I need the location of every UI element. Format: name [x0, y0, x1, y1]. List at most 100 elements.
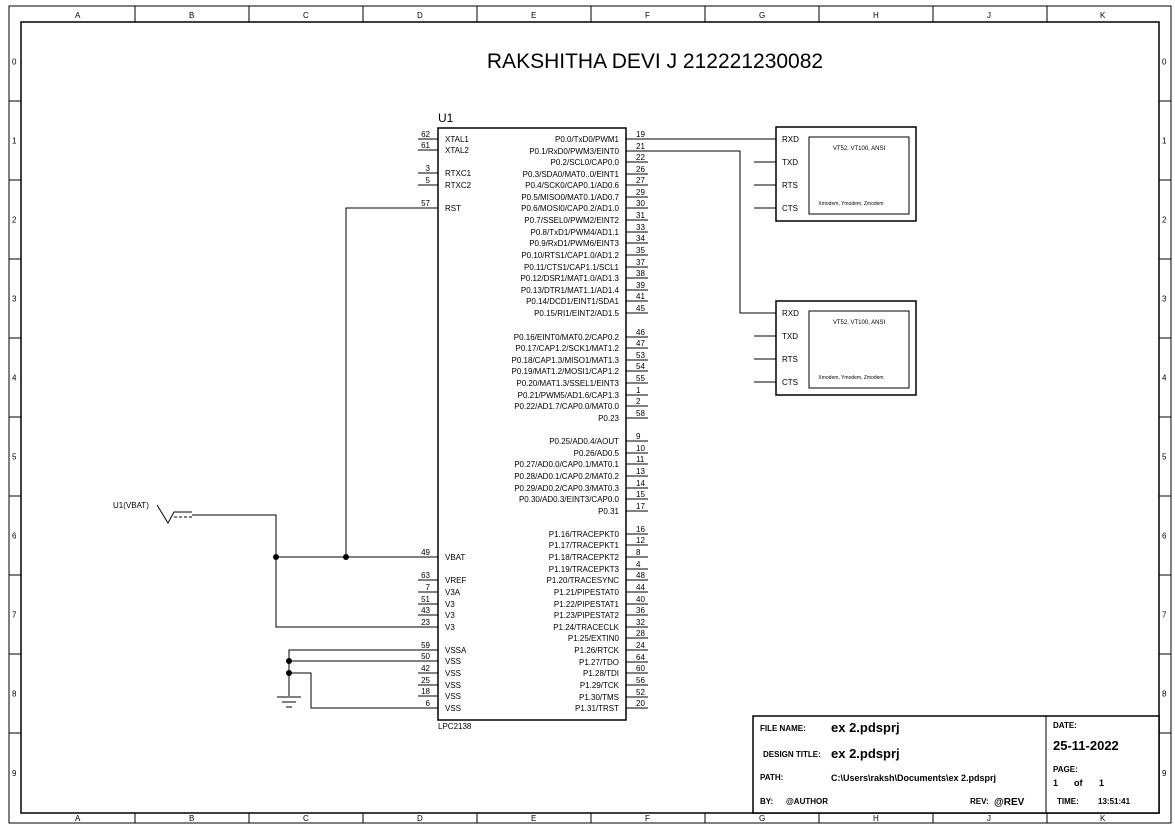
- pin-name: P1.20/TRACESYNC: [547, 576, 620, 585]
- pin-name: P1.21/PIPESTAT0: [554, 588, 620, 597]
- pin-number: 57: [421, 199, 430, 208]
- sheet-border-outer: [8, 5, 1172, 824]
- pin-number: 32: [636, 618, 645, 627]
- sheet-title: RAKSHITHA DEVI J 212221230082: [487, 50, 823, 73]
- pin-name: P0.30/AD0.3/EINT3/CAP0.0: [519, 495, 620, 504]
- zone-row-label: 0: [1162, 58, 1167, 67]
- pin-number: 34: [636, 234, 645, 243]
- pin-number: 40: [636, 595, 645, 604]
- pin-number: 43: [421, 606, 430, 615]
- pin-name: P0.18/CAP1.3/MISO1/MAT1.3: [512, 356, 620, 365]
- pin-number: 50: [421, 652, 430, 661]
- pin-number: 14: [636, 479, 645, 488]
- zone-col-label: G: [759, 11, 765, 20]
- pin-name: P1.18/TRACEPKT2: [549, 553, 620, 562]
- pin-number: 61: [421, 141, 430, 150]
- pin-name: VREF: [445, 576, 466, 585]
- pin-name: VBAT: [445, 553, 465, 562]
- pin-number: 11: [636, 455, 645, 464]
- zone-row-label: 2: [1162, 216, 1167, 225]
- zone-row-label: 8: [12, 690, 17, 699]
- pin-name: VSS: [445, 669, 461, 678]
- pin-number: 59: [421, 641, 430, 650]
- pin-name: P0.9/RxD1/PWM6/EINT3: [529, 239, 619, 248]
- terminal-pin-name: CTS: [782, 378, 798, 387]
- zone-col-label: H: [873, 814, 879, 823]
- pin-number: 47: [636, 339, 645, 348]
- zone-col-label: A: [75, 814, 81, 823]
- chip-left-pins: 62XTAL161XTAL23RTXC15RTXC257RST49VBAT63V…: [418, 130, 472, 713]
- by-value: @AUTHOR: [786, 797, 828, 806]
- pin-name: P1.26/RTCK: [574, 646, 619, 655]
- pin-number: 2: [636, 397, 641, 406]
- wires: [192, 138, 776, 709]
- zone-col-label: F: [645, 814, 650, 823]
- pin-number: 22: [636, 153, 645, 162]
- pin-name: P0.17/CAP1.2/SCK1/MAT1.2: [516, 344, 620, 353]
- terminal-modes: VT52, VT100, ANSI: [833, 146, 886, 152]
- pin-name: P0.2/SCL0/CAP0.0: [551, 158, 620, 167]
- zone-col-label: K: [1100, 814, 1106, 823]
- zone-row-label: 0: [12, 58, 17, 67]
- pin-name: VSS: [445, 681, 461, 690]
- pin-name: P0.12/DSR1/MAT1.0/AD1.3: [520, 274, 619, 283]
- title-block-frame: [752, 715, 1160, 814]
- pin-number: 41: [636, 292, 645, 301]
- pin-number: 9: [636, 432, 641, 441]
- pin-number: 5: [426, 176, 431, 185]
- zone-row-label: 9: [12, 769, 17, 778]
- pin-number: 26: [636, 165, 645, 174]
- terminal-screen: [808, 136, 910, 215]
- chip-part: LPC2138: [438, 722, 472, 731]
- pin-name: P1.16/TRACEPKT0: [549, 530, 620, 539]
- zone-row-label: 5: [1162, 453, 1167, 462]
- wire-rxd-terminal2: [648, 150, 776, 314]
- pin-number: 3: [426, 164, 431, 173]
- chip-ref: U1: [438, 111, 454, 125]
- pin-name: P1.24/TRACECLK: [553, 623, 619, 632]
- pin-number: 27: [636, 176, 645, 185]
- pin-name: P0.7/SSEL0/PWM2/EINT2: [524, 216, 619, 225]
- pin-name: P0.16/EINT0/MAT0.2/CAP0.2: [514, 333, 620, 342]
- wire-vbat-v3: [275, 557, 418, 628]
- pin-number: 44: [636, 583, 645, 592]
- pin-number: 19: [636, 130, 645, 139]
- pin-name: P0.28/AD0.1/CAP0.2/MAT0.2: [514, 472, 619, 481]
- pin-number: 16: [636, 525, 645, 534]
- pin-name: P0.22/AD1.7/CAP0.0/MAT0.0: [514, 402, 619, 411]
- terminal-pin-name: TXD: [782, 332, 798, 341]
- pin-name: P0.23: [598, 414, 619, 423]
- terminal-pin-name: RTS: [782, 181, 798, 190]
- zone-col-label: C: [303, 11, 309, 20]
- page-label: PAGE:: [1053, 765, 1078, 774]
- pin-name: V3: [445, 611, 455, 620]
- zone-col-label: J: [987, 11, 991, 20]
- zone-row-label: 7: [1162, 611, 1167, 620]
- chip-body: [437, 127, 627, 721]
- pin-number: 7: [426, 583, 431, 592]
- pin-number: 35: [636, 246, 645, 255]
- zone-col-label: B: [189, 814, 194, 823]
- pin-name: RST: [445, 204, 461, 213]
- zone-row-label: 1: [1162, 137, 1167, 146]
- pin-number: 63: [421, 571, 430, 580]
- pin-number: 6: [426, 699, 431, 708]
- zone-row-label: 3: [12, 295, 17, 304]
- vbat-label: U1(VBAT): [113, 501, 149, 510]
- terminal-body: [775, 300, 917, 396]
- zone-col-label: C: [303, 814, 309, 823]
- pin-name: P1.27/TDO: [579, 658, 619, 667]
- pin-number: 33: [636, 223, 645, 232]
- zone-col-label: G: [759, 814, 765, 823]
- pin-name: P0.15/RI1/EINT2/AD1.5: [534, 309, 619, 318]
- wire-vss-1: [288, 649, 418, 696]
- zone-col-label: B: [189, 11, 194, 20]
- page-total: 1: [1099, 778, 1104, 788]
- pin-name: V3: [445, 600, 455, 609]
- rev-value: @REV: [994, 797, 1025, 808]
- pin-number: 4: [636, 560, 641, 569]
- pin-name: P0.13/DTR1/MAT1.1/AD1.4: [521, 286, 620, 295]
